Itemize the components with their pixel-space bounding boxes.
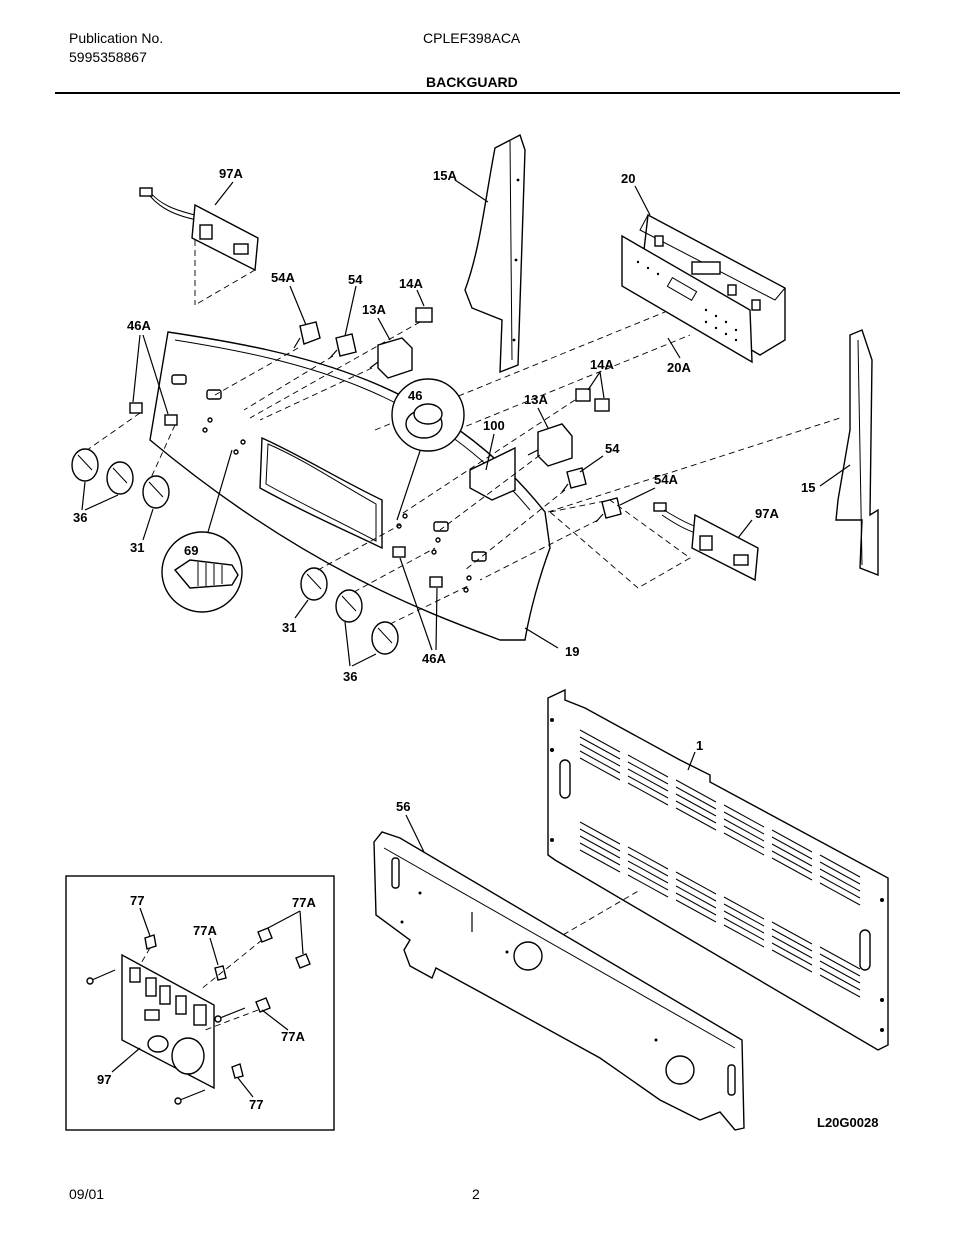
footer-date: 09/01: [69, 1186, 105, 1202]
callout-77-bottom: 77: [249, 1097, 263, 1112]
board-97a-right: [653, 502, 759, 582]
footer-page-number: 2: [472, 1186, 480, 1202]
board-97a-top: [139, 187, 259, 306]
callout-20a: 20A: [667, 360, 691, 375]
callout-46: 46: [408, 388, 422, 403]
callout-31-mid: 31: [282, 620, 296, 635]
model-number: CPLEF398ACA: [423, 30, 521, 46]
rear-panel-vents: [579, 729, 861, 998]
callout-56: 56: [396, 799, 410, 814]
callout-36-mid: 36: [343, 669, 357, 684]
rear-panel-1: [547, 688, 889, 1051]
switch-54a-top: [293, 321, 321, 349]
knob-36-left-b: [106, 461, 134, 495]
switch-54-right: [561, 467, 587, 493]
overlay-20a: [621, 234, 753, 364]
publication-number: 5995358867: [69, 49, 147, 65]
callout-54-top: 54: [348, 272, 363, 287]
knob-31-left: [142, 475, 170, 509]
callout-97: 97: [97, 1072, 111, 1087]
callout-31-left: 31: [130, 540, 144, 555]
header-rule: [55, 92, 900, 94]
callout-69: 69: [184, 543, 198, 558]
callout-46a-top: 46A: [127, 318, 151, 333]
callout-13a-right: 13A: [524, 392, 548, 407]
callout-77-top: 77: [130, 893, 144, 908]
callout-46a-bottom: 46A: [422, 651, 446, 666]
callout-labels: 97A 15A 20 54A 54 14A 13A 46A 20A 46 14A…: [73, 166, 878, 1130]
side-bracket-15a: [464, 134, 526, 374]
switch-54a-right: [595, 497, 622, 523]
callout-97a-top: 97A: [219, 166, 243, 181]
callout-14a-right: 14A: [590, 357, 614, 372]
backguard-panel: [149, 331, 551, 641]
callout-97a-right: 97A: [755, 506, 779, 521]
callout-54a-right: 54A: [654, 472, 678, 487]
knob-31-mid: [300, 567, 328, 601]
switch-54-top: [329, 333, 357, 359]
callout-36-left: 36: [73, 510, 87, 525]
inset-box: [65, 875, 335, 1131]
knob-36-left-a: [71, 448, 99, 482]
detail-circle-69: [161, 449, 243, 613]
callout-1: 1: [696, 738, 703, 753]
callout-54a-top: 54A: [271, 270, 295, 285]
side-bracket-15: [835, 329, 879, 577]
callout-77a-bottom: 77A: [281, 1029, 305, 1044]
main-board-97: [121, 953, 215, 1090]
callout-54-right: 54: [605, 441, 620, 456]
section-title: BACKGUARD: [426, 74, 518, 90]
switch-14a-right: [575, 388, 610, 412]
switch-13a-top: [369, 337, 413, 379]
leader-lines: [81, 179, 851, 1098]
screws-and-standoffs: [86, 927, 311, 1105]
callout-15: 15: [801, 480, 815, 495]
knob-36-mid-b: [371, 621, 399, 655]
switch-13a-right: [527, 423, 573, 467]
callout-19: 19: [565, 644, 579, 659]
callout-77a-left: 77A: [193, 923, 217, 938]
callout-77a-top: 77A: [292, 895, 316, 910]
detail-circle-46: [391, 378, 465, 521]
switch-14a-top: [415, 307, 433, 323]
publication-label: Publication No.: [69, 30, 164, 46]
lower-panel-56: [373, 831, 745, 1131]
switch-46a-top: [129, 402, 178, 426]
drawing-number: L20G0028: [817, 1115, 878, 1130]
callout-100: 100: [483, 418, 505, 433]
callout-15a: 15A: [433, 168, 457, 183]
callout-20: 20: [621, 171, 635, 186]
callout-14a-top: 14A: [399, 276, 423, 291]
bracket-100: [469, 446, 516, 501]
knob-36-mid-a: [335, 589, 363, 623]
switch-46a-bottom: [392, 546, 443, 588]
callout-13a-top: 13A: [362, 302, 386, 317]
